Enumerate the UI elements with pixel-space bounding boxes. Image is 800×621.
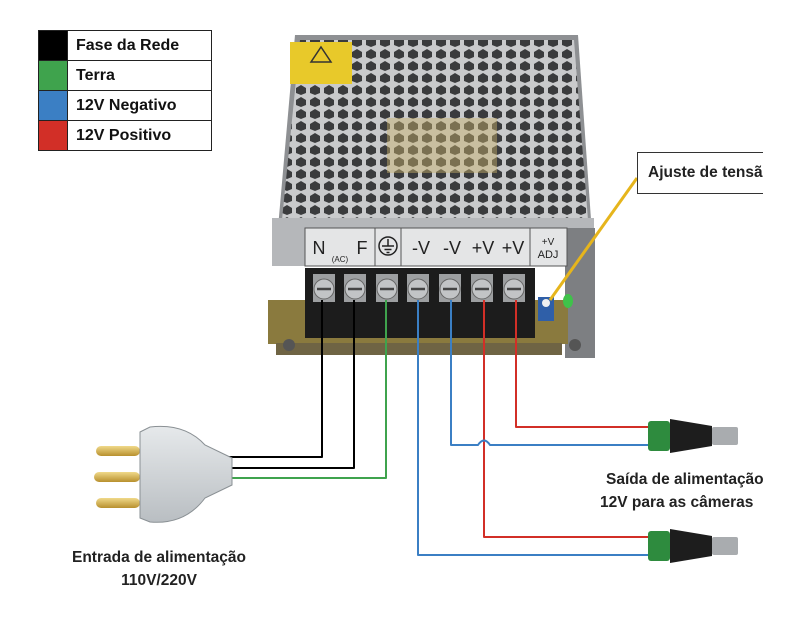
mains-plug (94, 425, 233, 523)
color-legend: Fase da Rede Terra 12V Negativo 12V Posi… (38, 30, 212, 151)
label-adj-bottom: ADJ (538, 249, 559, 261)
terminal-block (305, 268, 573, 338)
output-caption: Saída de alimentação 12V para as câmeras (600, 468, 765, 514)
legend-swatch-positive (39, 121, 68, 150)
callout-leader-line (548, 177, 639, 301)
legend-row-ground: Terra (39, 61, 211, 91)
side-panel (565, 228, 595, 358)
legend-row-phase: Fase da Rede (39, 31, 211, 61)
ground-icon (378, 236, 398, 256)
label-output-4: +V (502, 238, 525, 258)
voltage-adjust-callout: Ajuste de tensão (637, 152, 763, 194)
terminal-screw-pos-2 (503, 274, 525, 302)
wire-negative-1 (450, 300, 652, 446)
input-caption: Entrada de alimentação 110V/220V (48, 546, 270, 592)
wire-phase-f (228, 300, 355, 469)
legend-label-ground: Terra (76, 67, 115, 84)
output-caption-line1: Saída de alimentação (606, 471, 764, 488)
wire-positive-1 (515, 300, 652, 428)
wire-phase-n (228, 300, 323, 458)
warning-label (290, 42, 352, 84)
adjustment-potentiometer (538, 297, 554, 321)
legend-label-phase: Fase da Rede (76, 37, 180, 54)
terminal-screw-neg-2 (439, 274, 461, 302)
plug-pin-bottom (96, 498, 140, 508)
label-adj-top: +V (542, 237, 555, 248)
label-output-1: -V (412, 238, 430, 258)
warning-triangle-icon (309, 45, 333, 63)
wires (228, 300, 652, 556)
legend-label-negative: 12V Negativo (76, 97, 177, 114)
legend-swatch-negative (39, 91, 68, 120)
terminal-screw-n (313, 274, 335, 302)
mount-screw-left (283, 339, 295, 351)
plug-pin-top (96, 446, 140, 456)
output-caption-line2: 12V para as câmeras (600, 494, 754, 511)
voltage-adjust-label: Ajuste de tensão (648, 164, 763, 181)
terminal-screw-f (344, 274, 366, 302)
label-f: F (357, 238, 368, 258)
terminal-screw-ground (376, 274, 398, 302)
dc-connector-1 (648, 419, 738, 453)
input-caption-line2: 110V/220V (121, 572, 197, 589)
label-n: N (313, 238, 326, 258)
label-output-2: -V (443, 238, 461, 258)
legend-swatch-ground (39, 61, 68, 90)
ventilation-grille (282, 40, 588, 220)
inner-component-shadow (387, 118, 497, 173)
plug-pin-middle (94, 472, 140, 482)
legend-swatch-phase (39, 31, 68, 60)
wire-ground (228, 300, 387, 479)
plug-body (139, 425, 233, 523)
mount-screw-right (569, 339, 581, 351)
terminal-screw-pos-1 (471, 274, 493, 302)
legend-row-positive: 12V Positivo (39, 121, 211, 150)
dc-connector-2 (648, 529, 738, 563)
status-led (563, 294, 573, 308)
legend-row-negative: 12V Negativo (39, 91, 211, 121)
wire-positive-2 (483, 300, 652, 538)
label-output-3: +V (472, 238, 495, 258)
label-ac: (AC) (332, 255, 349, 264)
input-caption-line1: Entrada de alimentação (71, 549, 246, 566)
wire-negative-2 (417, 300, 652, 556)
terminal-label-strip: N (AC) F -V -V +V +V +V ADJ (304, 227, 568, 267)
legend-label-positive: 12V Positivo (76, 127, 172, 144)
terminal-screw-neg-1 (407, 274, 429, 302)
